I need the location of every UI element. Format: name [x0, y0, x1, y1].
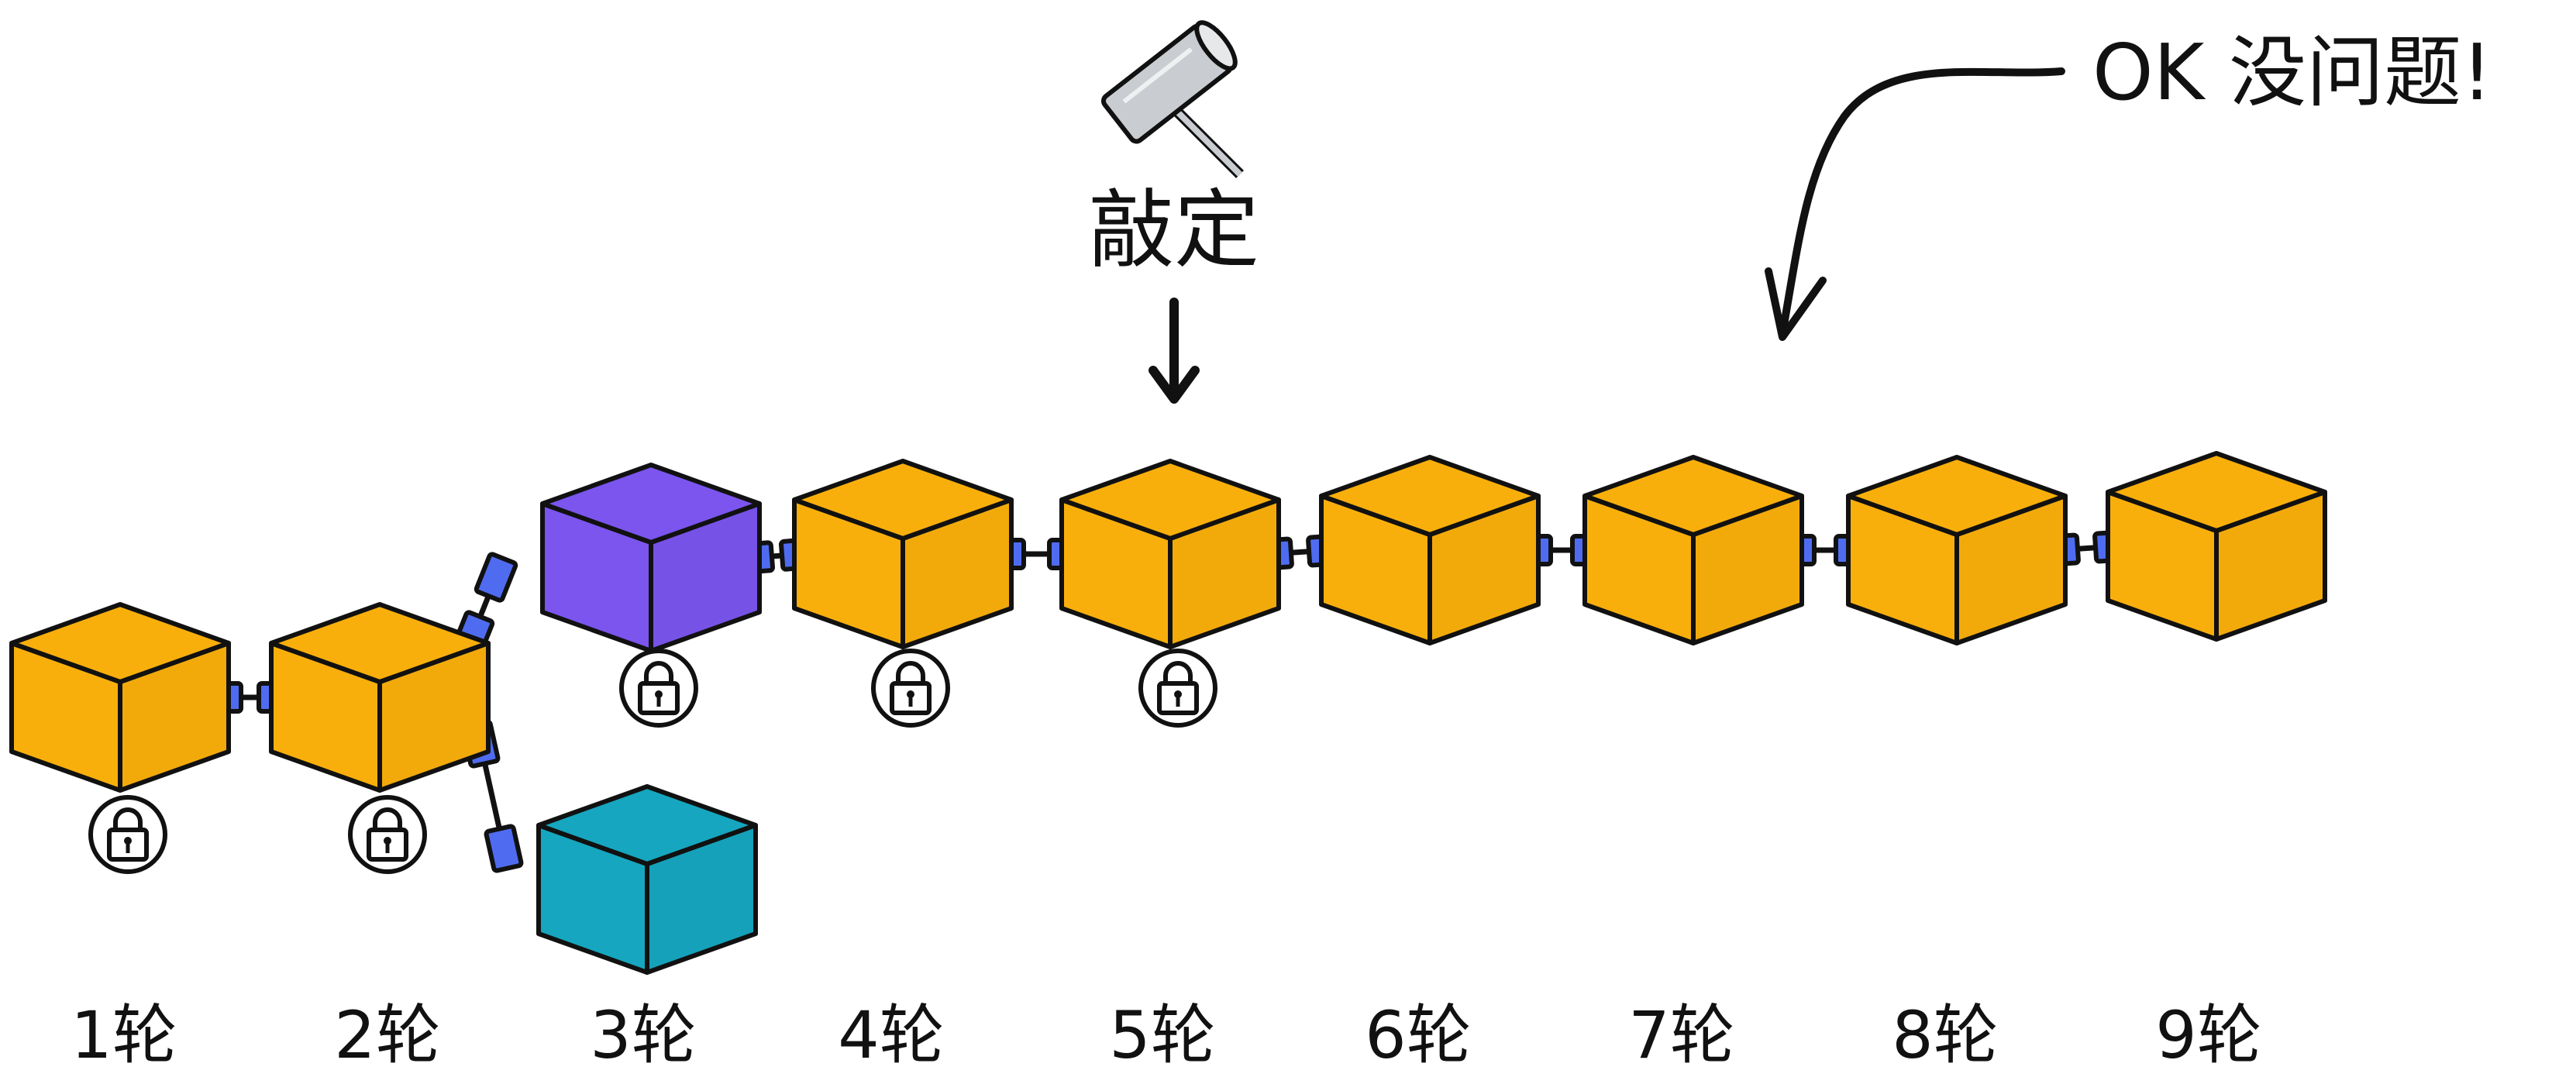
block-round-7: [1582, 455, 1804, 645]
block-round-9: [2106, 451, 2327, 642]
round-label: 1轮: [71, 997, 177, 1073]
lock-icon: [1138, 649, 1217, 728]
round-label: 2轮: [334, 997, 440, 1073]
block-round-6: [1319, 455, 1541, 645]
round-label: 5轮: [1109, 997, 1215, 1073]
ok-note-label: OK 没问题!: [2092, 27, 2492, 118]
finalize-label: 敲定: [1089, 181, 1259, 280]
lock-icon: [619, 649, 698, 728]
locks-layer: [88, 649, 1217, 874]
block-round-3: [540, 463, 762, 653]
block-round-8: [1846, 455, 2068, 645]
block-round-5: [1059, 459, 1281, 649]
blocks-layer: [9, 451, 2327, 975]
block-round-1: [9, 602, 231, 793]
block-round-4: [792, 459, 1014, 649]
block-round-3-fork: [536, 784, 758, 975]
round-label: 3轮: [590, 997, 696, 1073]
finalize-arrow: [1149, 298, 1200, 404]
round-label: 9轮: [2155, 997, 2261, 1073]
round-label: 8轮: [1892, 997, 1998, 1073]
round-label: 4轮: [838, 997, 944, 1073]
lock-icon: [88, 795, 167, 874]
round-label: 6轮: [1365, 997, 1471, 1073]
hammer-icon: [1100, 20, 1244, 178]
labels-layer: 1轮 2轮 3轮 4轮 5轮 6轮 7轮 8轮 9轮: [71, 997, 2261, 1073]
ok-note-arrow: [1765, 67, 2065, 341]
lock-icon: [348, 795, 427, 874]
round-label: 7轮: [1628, 997, 1734, 1073]
block-round-2: [269, 602, 491, 793]
lock-icon: [871, 649, 950, 728]
